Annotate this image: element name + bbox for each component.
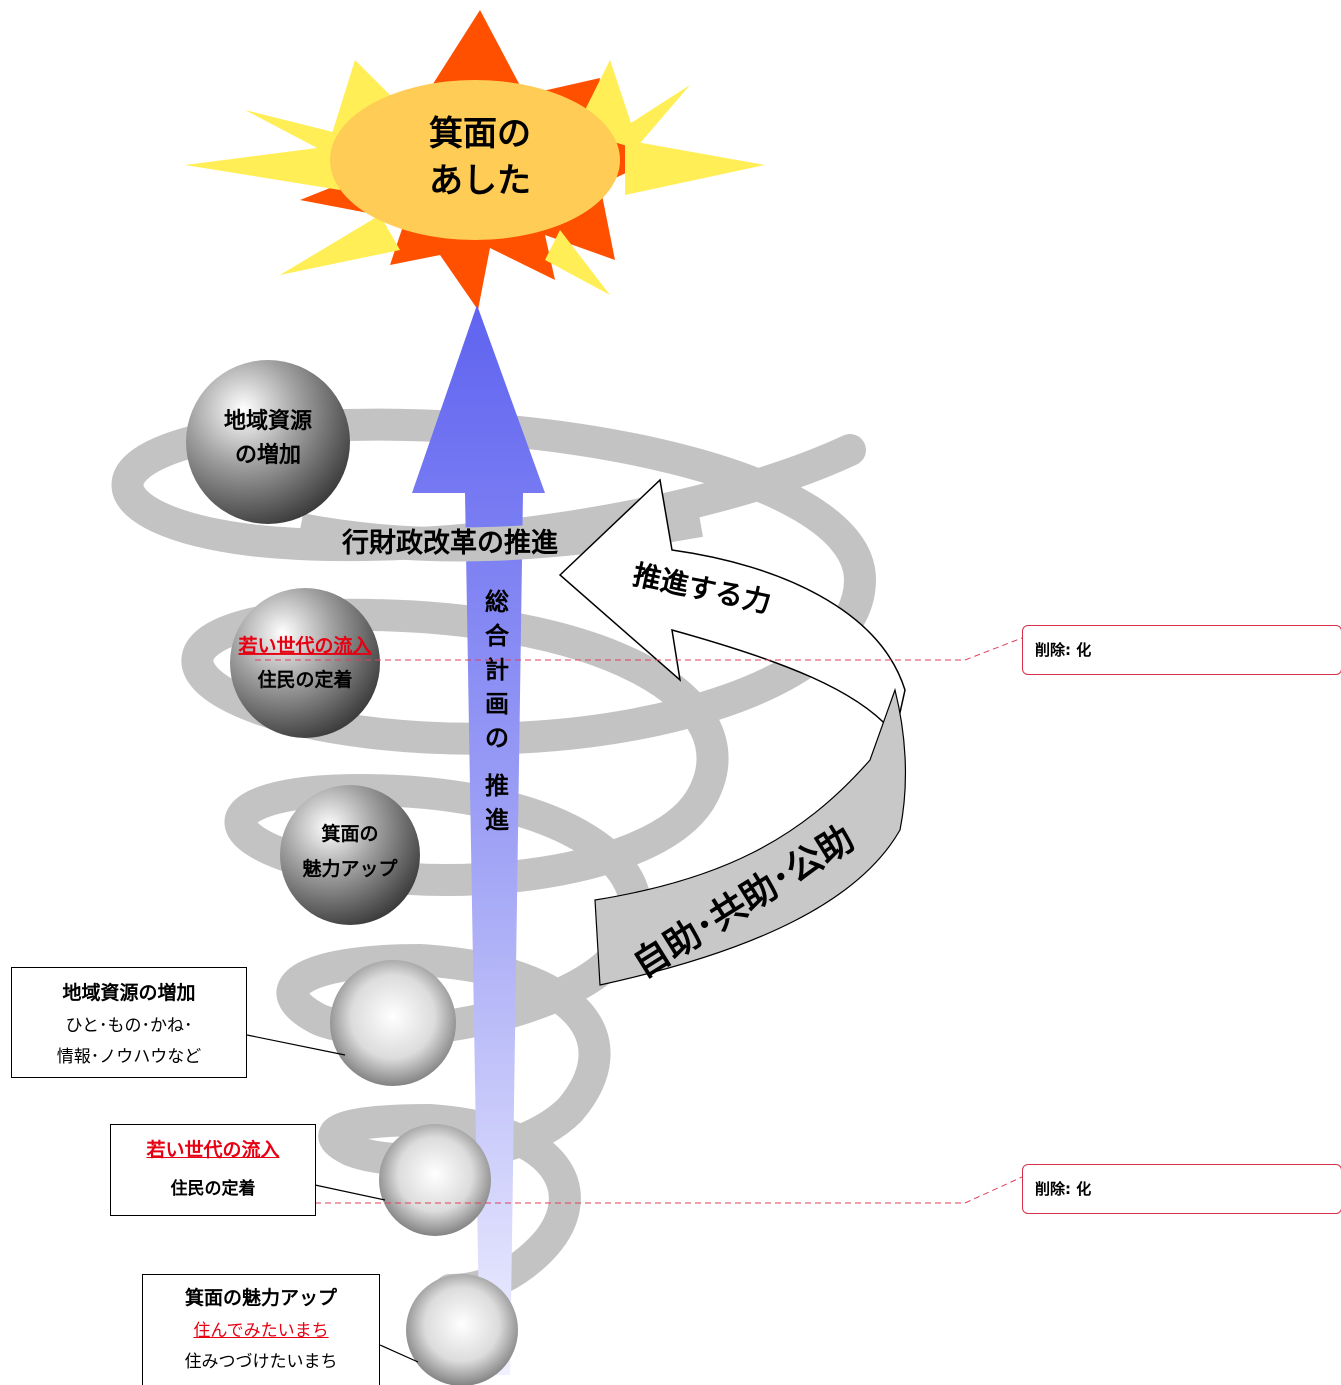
callout-resources-line1: ひと･もの･かね･: [65, 1016, 193, 1036]
sphere-appeal-line1: 箕面の: [321, 822, 378, 845]
revision-comment-label: 削除:: [1035, 1180, 1071, 1198]
arrow-label-char: 計: [485, 656, 509, 684]
arrow-label-char: 画: [485, 690, 509, 718]
sphere-youth-line1: 若い世代の流入: [238, 634, 371, 657]
callout-appeal-line1: 住んでみたいまち: [193, 1321, 329, 1341]
coil-label: 行財政改革の推進: [341, 527, 558, 559]
sphere-appeal: [280, 785, 420, 925]
arrow-label-char: 推: [485, 772, 509, 800]
callout-appeal: 箕面の魅力アップ 住んでみたいまち 住みつづけたいまち: [142, 1274, 380, 1385]
support-band: [594, 687, 907, 986]
callout-leader: [246, 1034, 346, 1056]
callout-youth-title: 若い世代の流入: [146, 1139, 280, 1161]
sphere-youth-line2: 住民の定着: [257, 668, 352, 691]
callout-resources-title: 地域資源の増加: [62, 982, 196, 1004]
revision-leader: [255, 637, 1023, 661]
sun-burst: [185, 10, 765, 310]
revision-comment-text: 化: [1076, 1180, 1092, 1198]
sun-title-line2: あした: [429, 161, 531, 201]
callout-youth-line1: 住民の定着: [170, 1179, 256, 1199]
sphere-appeal-line2: 魅力アップ: [302, 857, 398, 880]
revision-comment[interactable]: 削除: 化: [1022, 1164, 1341, 1214]
arrow-label-char: 進: [485, 806, 509, 834]
callout-appeal-line2: 住みつづけたいまち: [184, 1352, 338, 1372]
callout-youth: 若い世代の流入 住民の定着: [110, 1124, 316, 1216]
sphere-resources-line1: 地域資源: [224, 408, 312, 434]
plan-arrow: [412, 305, 545, 1375]
callout-appeal-title: 箕面の魅力アップ: [184, 1287, 337, 1309]
sun-core: [330, 80, 620, 240]
revision-comment[interactable]: 削除: 化: [1022, 625, 1341, 675]
sphere-lower-1: [330, 960, 456, 1086]
arrow-label-char: 総: [485, 588, 509, 616]
arrow-label-char: 合: [485, 622, 510, 650]
callout-leader: [379, 1344, 419, 1363]
sphere-resources-line2: の増加: [235, 442, 301, 468]
arrow-label-char: の: [485, 724, 509, 752]
revision-leader: [265, 1176, 1023, 1204]
sphere-resources: [186, 360, 350, 524]
push-arrow: [558, 478, 906, 737]
revision-comment-text: 化: [1076, 641, 1092, 659]
sun-title-line1: 箕面の: [429, 114, 531, 154]
callout-resources: 地域資源の増加 ひと･もの･かね･ 情報･ノウハウなど: [11, 967, 247, 1078]
sphere-lower-2: [379, 1124, 491, 1236]
callout-resources-line2: 情報･ノウハウなど: [56, 1047, 202, 1067]
callout-leader: [314, 1184, 386, 1201]
sphere-lower-3: [406, 1274, 518, 1385]
revision-comment-label: 削除:: [1035, 641, 1071, 659]
sphere-youth: [230, 588, 380, 738]
